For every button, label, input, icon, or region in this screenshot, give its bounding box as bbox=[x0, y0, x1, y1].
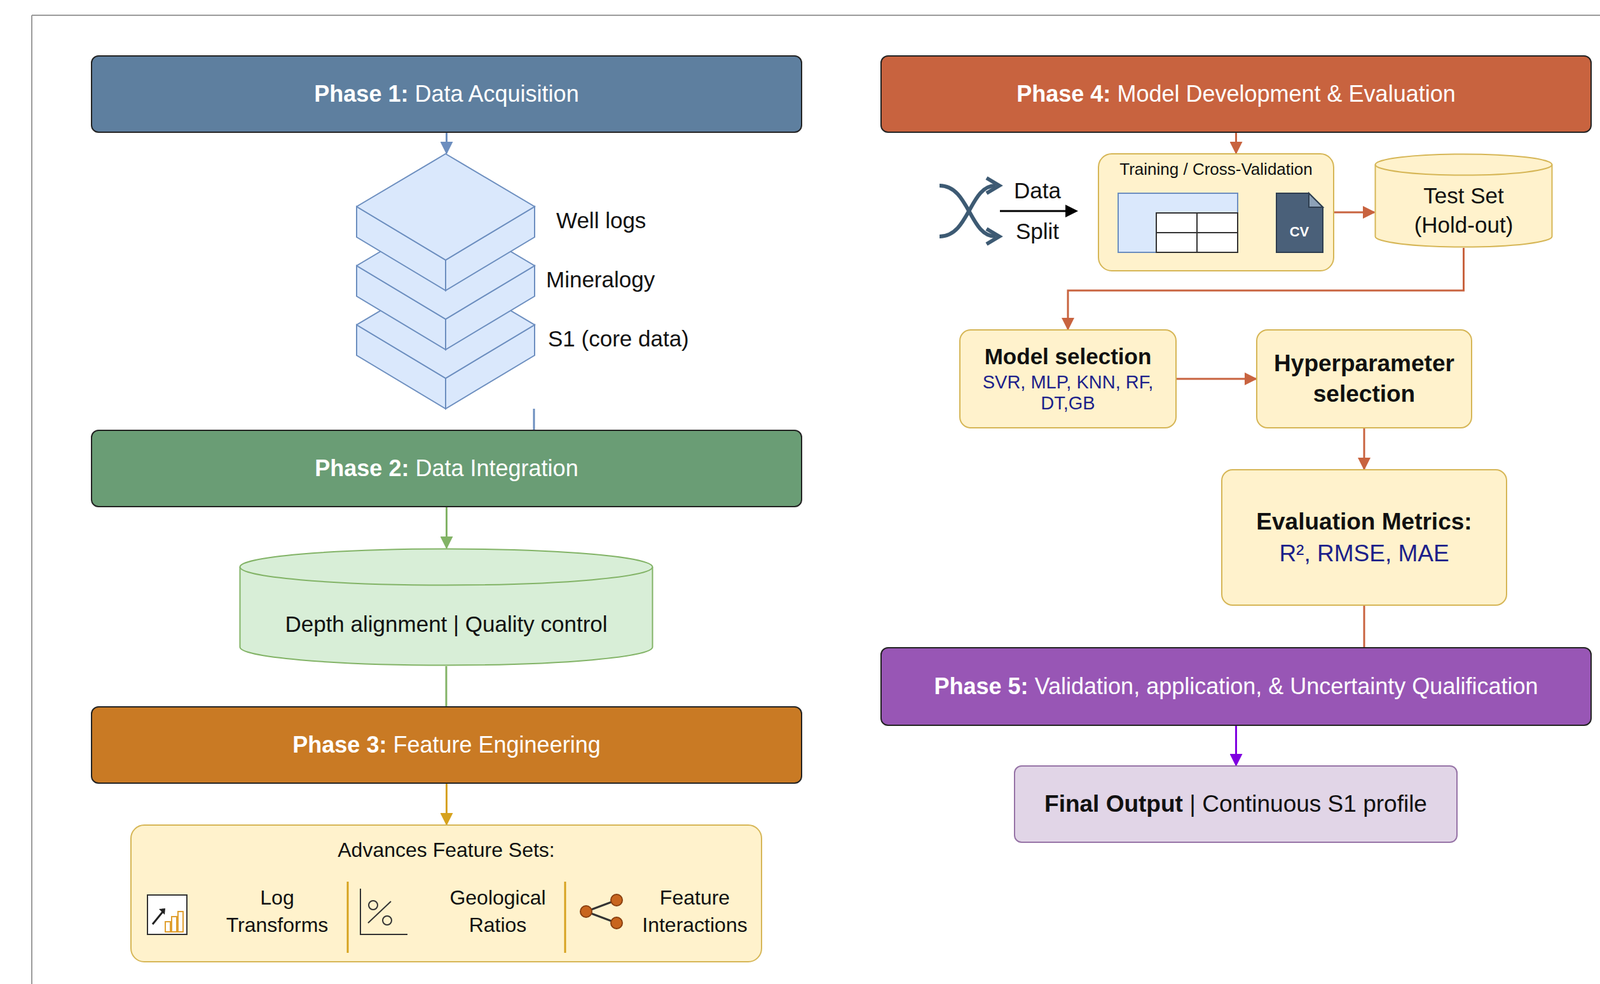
shuffle-icon bbox=[939, 177, 1000, 245]
node-body: SVR, MLP, KNN, RF, DT,GB bbox=[968, 371, 1168, 414]
process-box: Model selectionSVR, MLP, KNN, RF, DT,GB bbox=[959, 329, 1177, 429]
connector bbox=[1363, 428, 1366, 470]
node-title: Test Set (Hold-out) bbox=[1400, 181, 1528, 240]
node-title: Feature Interactions bbox=[634, 884, 756, 939]
node-body: Data Integration bbox=[415, 455, 578, 482]
connector bbox=[445, 783, 448, 825]
node-title: Phase 1: bbox=[314, 80, 409, 108]
phase-header: Phase 1:Data Acquisition bbox=[90, 55, 803, 133]
cylinder-shape bbox=[239, 547, 654, 667]
net-icon bbox=[577, 886, 629, 937]
node-body: Feature Engineering bbox=[392, 731, 601, 759]
pct-icon bbox=[357, 886, 409, 937]
node-body: R², RMSE, MAE bbox=[1278, 540, 1449, 568]
phase-header: Phase 5:Validation, application, & Uncer… bbox=[880, 647, 1592, 726]
node-title: Final Output bbox=[1044, 790, 1183, 818]
node-title: Geological Ratios bbox=[434, 884, 562, 939]
feature-panel: Advances Feature Sets: Log Transforms Geol… bbox=[130, 824, 763, 963]
frame-line bbox=[31, 14, 1600, 16]
flow-label: Data bbox=[1013, 177, 1061, 204]
node-body: | Continuous S1 profile bbox=[1189, 790, 1428, 818]
node-title: Phase 2: bbox=[314, 455, 409, 482]
node-title: Evaluation Metrics: bbox=[1256, 508, 1472, 536]
feature-item: Geological Ratios bbox=[357, 868, 562, 955]
connector bbox=[533, 408, 536, 430]
flow-label: Split bbox=[1015, 218, 1060, 245]
connector bbox=[1363, 605, 1366, 648]
frame-line bbox=[31, 15, 33, 984]
connector bbox=[445, 507, 448, 548]
node-body: Validation, application, & Uncertainty Q… bbox=[1034, 673, 1539, 700]
phase-header: Phase 4:Model Development & Evaluation bbox=[880, 55, 1592, 133]
node-title: Depth alignment | Quality control bbox=[284, 609, 608, 639]
node-title: Log Transforms bbox=[216, 884, 338, 939]
node-title: Phase 3: bbox=[292, 731, 387, 759]
output-box: Final Output| Continuous S1 profile bbox=[1013, 765, 1458, 843]
node-title: Training / Cross-Validation bbox=[1099, 159, 1334, 180]
connector bbox=[1176, 378, 1257, 381]
phase-header: Phase 2:Data Integration bbox=[90, 429, 803, 508]
node-title: S1 (core data) bbox=[547, 326, 690, 352]
process-box: Evaluation Metrics: R², RMSE, MAE bbox=[1221, 469, 1508, 606]
phase-header: Phase 3:Feature Engineering bbox=[90, 706, 803, 784]
data-layer: Well logs bbox=[355, 153, 712, 291]
layer-shape bbox=[355, 153, 537, 292]
node-title: Mineralogy bbox=[546, 266, 655, 293]
connector bbox=[1334, 211, 1375, 214]
test-set-cylinder: Test Set (Hold-out) bbox=[1374, 153, 1553, 248]
node-body: Model Development & Evaluation bbox=[1116, 80, 1456, 108]
node-title: Hyperparameter selection bbox=[1264, 348, 1464, 410]
node-title: Well logs bbox=[556, 207, 646, 234]
connector bbox=[445, 666, 448, 707]
node-title: Advances Feature Sets: bbox=[131, 838, 761, 862]
database-cylinder: Depth alignment | Quality control bbox=[239, 547, 654, 667]
connector bbox=[445, 132, 448, 154]
node-title: Phase 4: bbox=[1016, 80, 1111, 108]
chart-icon bbox=[143, 886, 195, 937]
node-title: Model selection bbox=[984, 343, 1152, 370]
process-box: Hyperparameter selection bbox=[1256, 329, 1473, 429]
feature-item: Log Transforms bbox=[143, 868, 338, 955]
training-box: Training / Cross-ValidationCV bbox=[1097, 153, 1335, 272]
feature-item: Feature Interactions bbox=[577, 868, 756, 955]
node-body: Data Acquisition bbox=[415, 80, 580, 108]
connector bbox=[1235, 132, 1238, 154]
icon-label: CV bbox=[1289, 223, 1310, 241]
node-title: Phase 5: bbox=[934, 673, 1029, 700]
connector bbox=[1235, 725, 1238, 766]
split-arrow bbox=[999, 204, 1079, 218]
